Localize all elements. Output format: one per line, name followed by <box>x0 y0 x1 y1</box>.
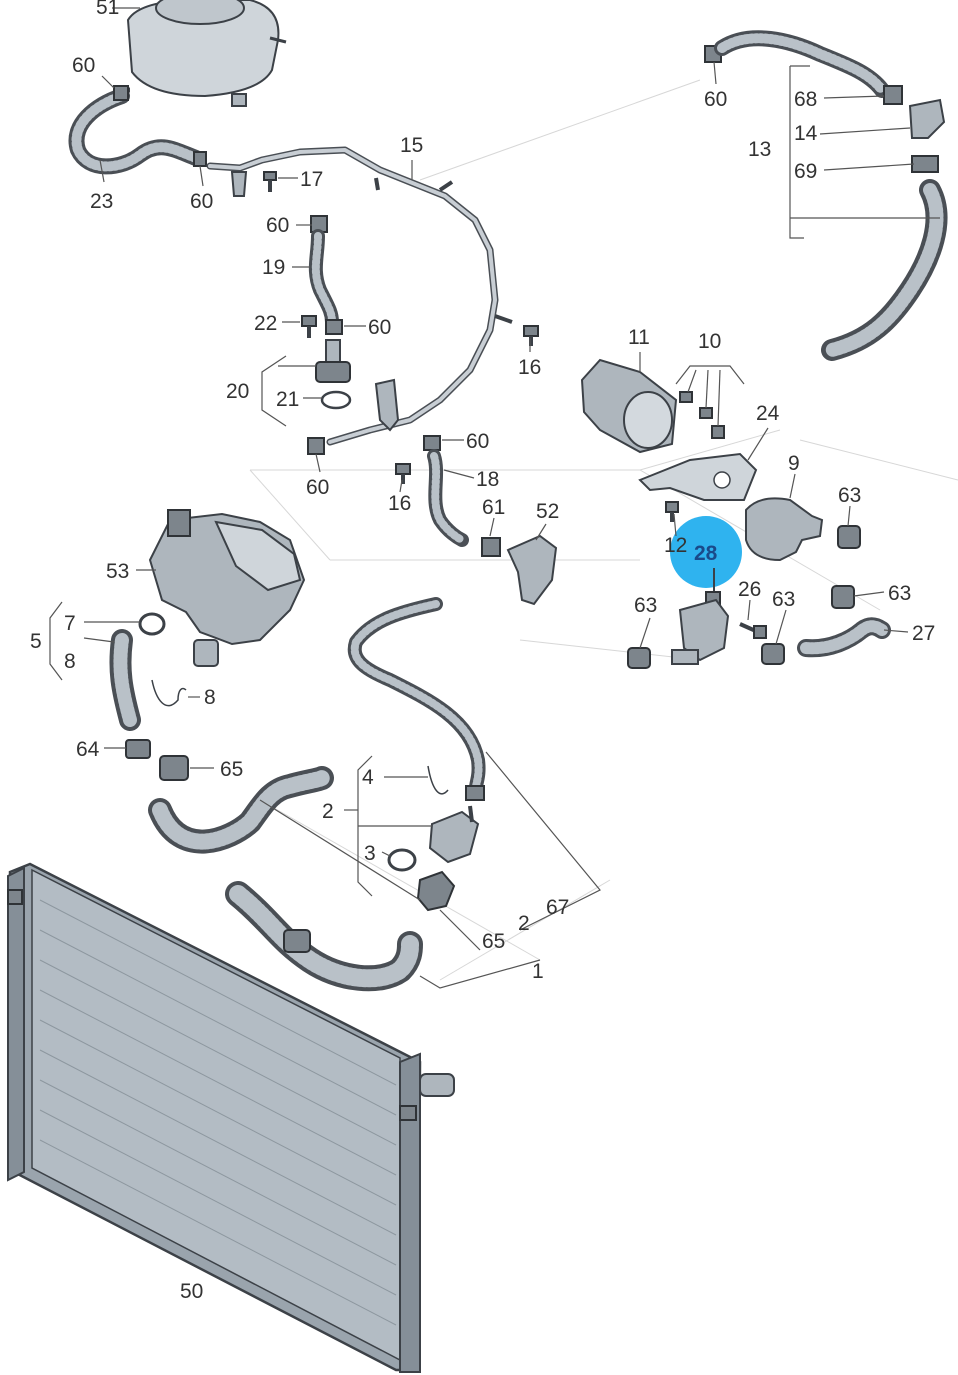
label-60: 60 <box>704 88 727 111</box>
guide-lines <box>249 79 958 981</box>
hose-18 <box>423 435 469 547</box>
label-15: 15 <box>400 134 423 157</box>
valve-28 <box>671 568 730 665</box>
label-5: 5 <box>30 630 42 653</box>
label-19: 19 <box>262 256 285 279</box>
label-14: 14 <box>794 122 818 145</box>
label-61: 61 <box>482 496 505 519</box>
label-63: 63 <box>888 582 911 605</box>
callout-labels: 51 60 23 60 17 15 60 19 22 60 20 21 60 6… <box>30 0 935 1303</box>
bolt-16-a <box>523 325 539 346</box>
radiator-50 <box>7 862 455 1373</box>
label-63: 63 <box>634 594 657 617</box>
label-63: 63 <box>772 588 795 611</box>
label-28-highlighted: 28 <box>694 542 718 565</box>
label-17: 17 <box>300 168 323 191</box>
label-52: 52 <box>536 500 559 523</box>
label-60: 60 <box>368 316 391 339</box>
label-1: 1 <box>532 960 544 983</box>
bolt-22 <box>301 315 317 338</box>
label-21: 21 <box>276 388 299 411</box>
label-67: 67 <box>546 896 569 919</box>
bolt-12 <box>665 501 679 522</box>
label-11: 11 <box>628 326 650 349</box>
label-26: 26 <box>738 578 761 601</box>
label-51: 51 <box>96 0 119 19</box>
clamp-61 <box>481 537 501 557</box>
label-64: 64 <box>76 738 100 761</box>
bolt-16-b <box>395 463 411 484</box>
clamp-64 <box>125 739 151 759</box>
label-60: 60 <box>466 430 489 453</box>
label-60: 60 <box>266 214 289 237</box>
connector-2 <box>427 765 480 864</box>
label-12: 12 <box>664 534 687 557</box>
o-ring-7 <box>138 612 166 636</box>
label-22: 22 <box>254 312 277 335</box>
label-20: 20 <box>226 380 249 403</box>
clamp-65-a <box>159 755 189 781</box>
label-27: 27 <box>912 622 935 645</box>
o-ring-3 <box>387 848 417 872</box>
label-4: 4 <box>362 766 374 789</box>
label-16: 16 <box>388 492 411 515</box>
clamps-63 <box>627 525 861 669</box>
label-68: 68 <box>794 88 817 111</box>
label-65: 65 <box>482 930 505 953</box>
label-2: 2 <box>518 912 530 935</box>
connector-5 <box>109 629 187 731</box>
label-50: 50 <box>180 1280 203 1303</box>
label-2: 2 <box>322 800 334 823</box>
label-60: 60 <box>190 190 213 213</box>
label-16: 16 <box>518 356 541 379</box>
label-8: 8 <box>204 686 216 709</box>
auxiliary-water-pump-9 <box>745 497 824 562</box>
clamp-65-b <box>416 870 456 912</box>
label-60: 60 <box>306 476 329 499</box>
coolant-pipe-15 <box>206 146 513 455</box>
label-18: 18 <box>476 468 499 491</box>
hose-13 <box>704 30 948 361</box>
label-69: 69 <box>794 160 817 183</box>
bracket-24 <box>638 452 758 501</box>
pump-bracket-11 <box>580 358 678 454</box>
label-3: 3 <box>364 842 376 865</box>
radiator-hose-lower <box>225 881 423 992</box>
label-65: 65 <box>220 758 243 781</box>
bolt-17 <box>263 171 277 192</box>
highlight-marker-28 <box>670 516 742 588</box>
label-53: 53 <box>106 560 129 583</box>
label-9: 9 <box>788 452 800 475</box>
thermostat-housing-53 <box>148 509 306 667</box>
hose-67 <box>347 597 486 801</box>
hose-27 <box>797 617 891 658</box>
expansion-tank <box>120 0 287 107</box>
temperature-sender-52 <box>506 534 558 606</box>
radiator-hose-upper <box>148 766 334 854</box>
bolt-26 <box>739 622 767 639</box>
label-10: 10 <box>698 330 721 353</box>
label-7: 7 <box>64 612 76 635</box>
sensor-20 <box>315 339 352 410</box>
label-63: 63 <box>838 484 861 507</box>
radiator-fins <box>39 899 397 1326</box>
label-8: 8 <box>64 650 76 673</box>
hose-19 <box>308 215 343 335</box>
label-60: 60 <box>72 54 95 77</box>
label-13: 13 <box>748 138 771 161</box>
bolts-10 <box>679 391 725 439</box>
leader-lines <box>49 7 940 989</box>
hose-23 <box>68 85 207 175</box>
label-24: 24 <box>756 402 780 425</box>
label-23: 23 <box>90 190 113 213</box>
